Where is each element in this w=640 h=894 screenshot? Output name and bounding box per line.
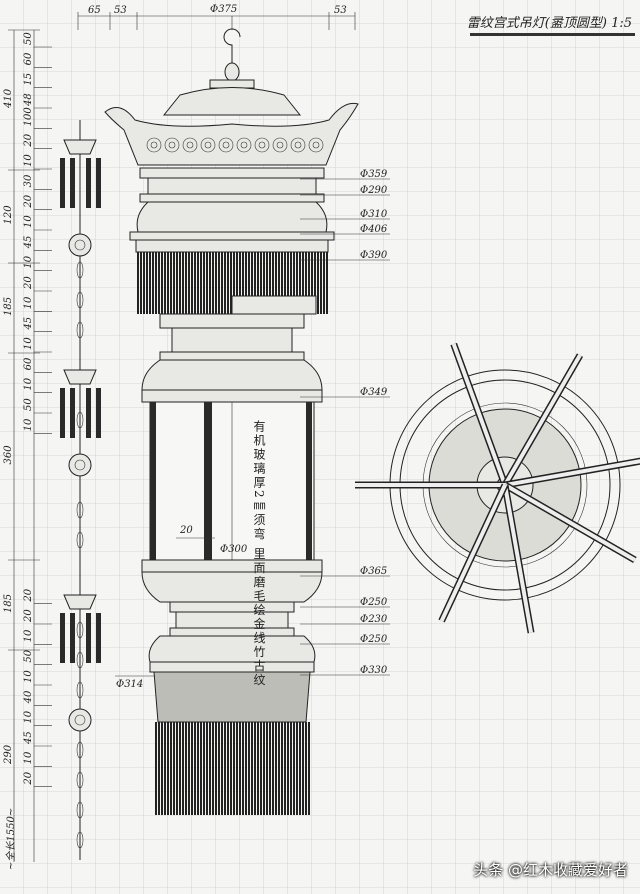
dim-53-right: 53 [334,5,347,16]
post-width-label: 20 [179,525,193,536]
dim-inner: 50 [23,398,34,411]
dim-inner: 10 [23,751,34,764]
plan-view [355,342,640,634]
diameter-label: Φ250 [360,634,388,645]
diameter-label: Φ359 [360,169,388,180]
diameter-label: Φ406 [360,224,388,235]
diameter-label: Φ310 [360,209,388,220]
dim-inner: 10 [23,215,34,228]
dim-outer: 185 [3,297,14,316]
dim-outer: 120 [3,205,14,225]
dim-inner: 45 [23,236,34,250]
dim-inner: 10 [23,337,34,350]
dim-inner: 50 [23,649,34,662]
dim-inner: 20 [23,609,34,623]
dim-inner: 10 [23,418,34,431]
dim-inner: 60 [23,52,34,65]
lower-tassel-fringe [155,722,310,815]
drawing-title: 雷纹宫式吊灯(盝顶圆型) 1:5 [466,16,632,31]
title-underline [470,33,635,36]
diameter-labels: Φ359Φ290Φ310Φ406Φ390Φ349Φ365Φ250Φ230Φ250… [300,169,390,676]
hook [209,28,255,89]
dim-inner: 20 [23,771,34,785]
svg-text:Φ314: Φ314 [116,679,143,690]
dim-inner: 30 [23,174,34,187]
diameter-label: Φ390 [360,250,388,261]
middle-cap [141,295,323,403]
dim-inner: 20 [23,588,34,602]
diameter-label: Φ349 [360,387,388,398]
dim-inner: 15 [23,73,34,86]
lower-base [141,559,323,723]
dim-inner: 45 [23,317,34,331]
dim-inner: 40 [23,690,34,704]
dim-inner: 45 [23,731,34,745]
dim-inner: 48 [23,93,34,107]
dim-inner: 10 [23,154,34,167]
dim-inner: 20 [23,133,34,147]
watermark: 头条 @红木收藏爱好者 [473,861,628,879]
dim-diameter-375: Φ375 [210,4,237,15]
diameter-label: Φ330 [360,665,388,676]
dim-inner: 10 [23,255,34,268]
dim-outer: 290 [3,744,14,765]
dim-inner: 20 [23,276,34,290]
dim-inner: 10 [23,670,34,683]
dim-inner: 10 [23,710,34,723]
dim-inner: 10 [23,296,34,309]
dim-outer: 185 [3,594,14,613]
diameter-label: Φ290 [360,185,388,196]
dim-outer: 360 [3,445,14,465]
top-dimensions: 65 53 Φ375 53 [77,4,356,30]
dim-53-left: 53 [114,5,127,16]
dim-inner: 10 [23,377,34,390]
diameter-label: Φ250 [360,597,388,608]
diameter-label: Φ230 [360,614,388,625]
dim-65: 65 [88,5,101,16]
glass-note: 有机玻璃厚2㎜须弯 里面磨毛绘金线竹古纹 [252,420,266,688]
diameter-label: Φ365 [360,566,387,577]
side-pendant-chain [60,120,101,860]
upper-bands [129,167,335,253]
dim-inner: 100 [23,107,34,127]
dim-inner: 10 [23,629,34,642]
diameter-314: Φ314 [115,675,154,690]
dim-inner: 50 [23,32,34,45]
glass-body: 20 Φ300 [149,401,315,561]
dim-inner: 60 [23,357,34,370]
roof-crown [104,87,359,166]
total-length: ~全长1550~ [5,808,17,870]
glass-diameter-label: Φ300 [220,544,248,555]
dim-outer: 410 [3,88,14,109]
dim-inner: 20 [23,194,34,208]
